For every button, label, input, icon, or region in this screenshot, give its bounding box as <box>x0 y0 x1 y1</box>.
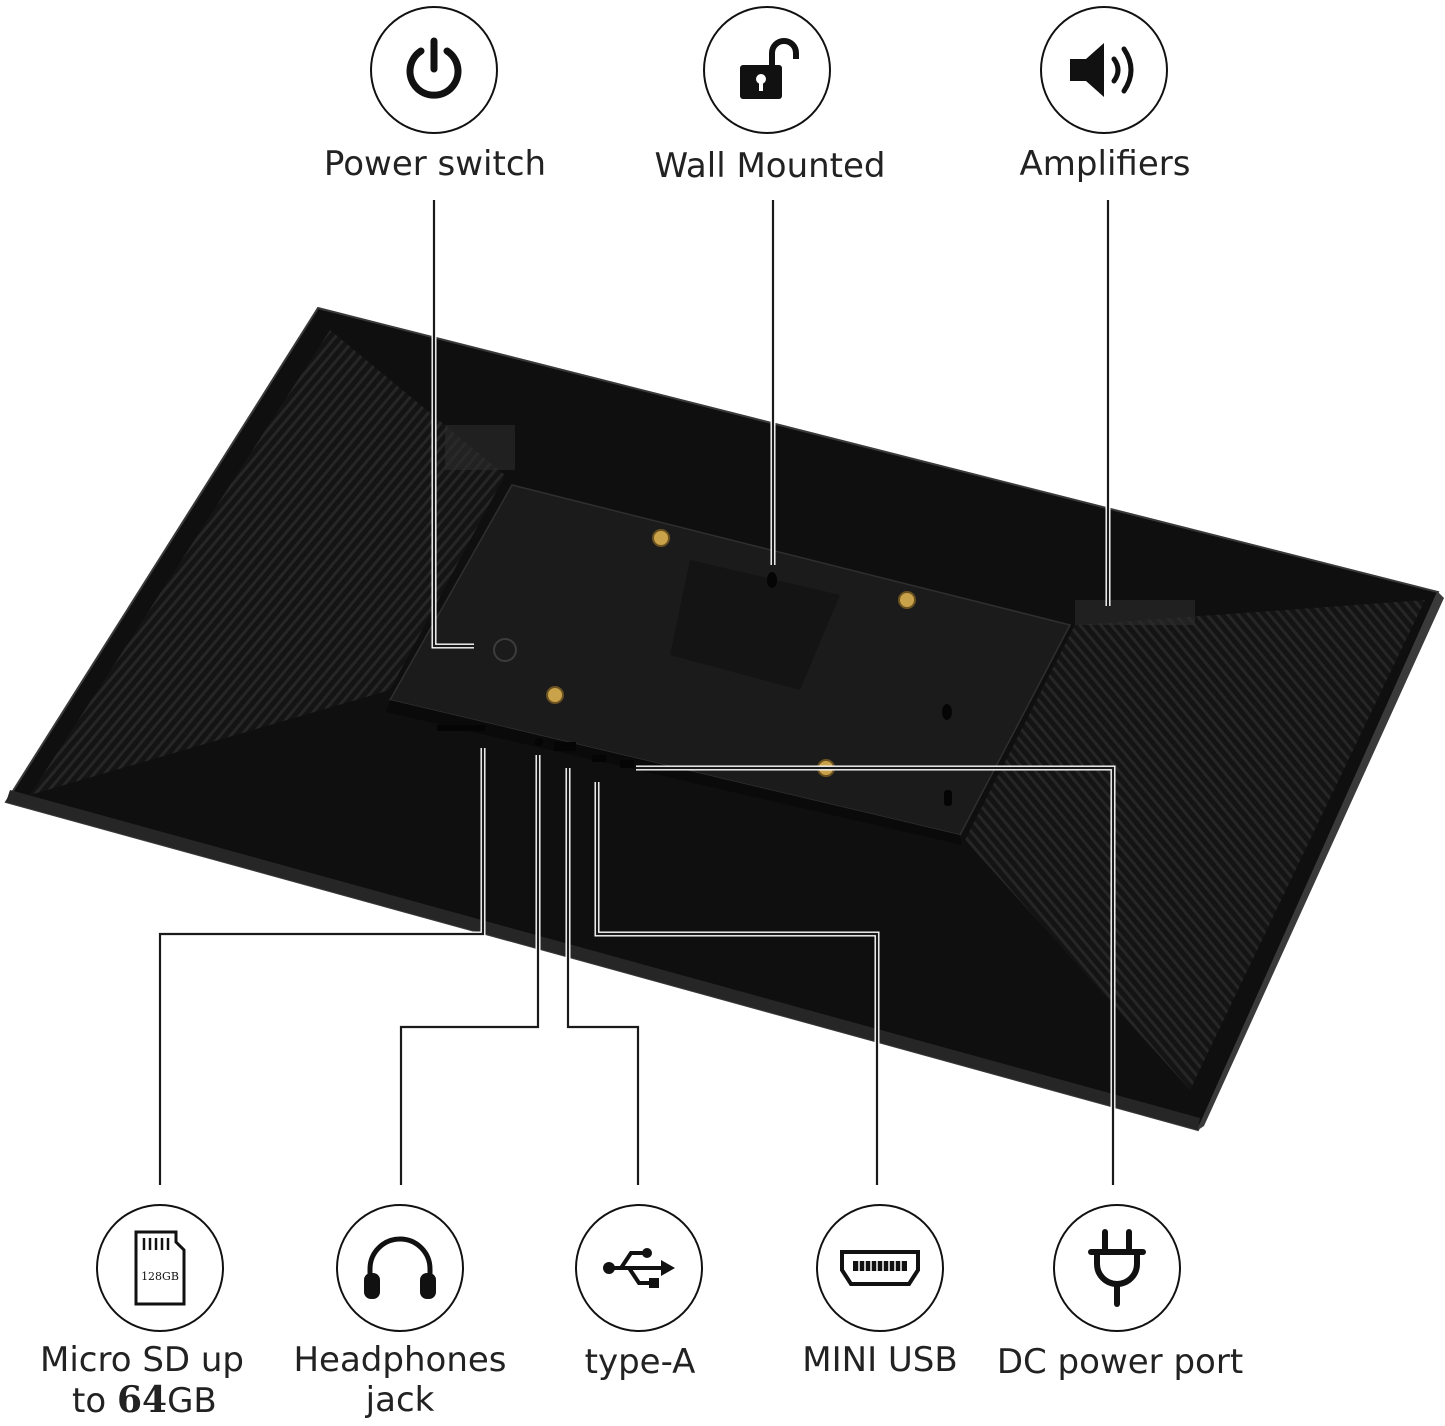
rib-panel-left <box>30 330 505 795</box>
center-block-front <box>386 700 962 845</box>
micro-sd-label: Micro SD up to 64GB <box>40 1340 280 1421</box>
speaker-icon-circle <box>1040 6 1168 134</box>
device-power-button <box>493 638 517 662</box>
mini-usb-label: MINI USB <box>802 1340 958 1380</box>
type-a-label: type-A <box>584 1342 696 1382</box>
power-icon <box>406 37 462 99</box>
keyhole-slot <box>944 790 952 806</box>
screw <box>652 529 670 547</box>
hdmi-port-icon-circle <box>816 1204 944 1332</box>
usb-icon-circle <box>575 1204 703 1332</box>
label-recess <box>670 560 840 690</box>
speaker-grille <box>445 425 1195 625</box>
keyhole <box>767 572 777 588</box>
connector-lines-bottom <box>158 748 1115 1185</box>
usb-icon <box>603 1248 675 1288</box>
headphones-icon-circle <box>336 1204 464 1332</box>
frame-edge <box>6 790 1200 1130</box>
port-headphone <box>535 738 543 746</box>
headphones-label: Headphones jack <box>280 1340 520 1420</box>
headphones-label-line2: jack <box>365 1380 435 1420</box>
screw <box>546 686 564 704</box>
headphones-label-line1: Headphones <box>293 1340 507 1380</box>
unlock-icon-circle <box>703 6 831 134</box>
rib-panel-right <box>965 600 1425 1090</box>
frame-side <box>1198 592 1444 1130</box>
power-icon-circle <box>370 6 498 134</box>
headphones-icon <box>364 1236 436 1299</box>
micro-sd-label-line1: Micro SD up <box>40 1340 245 1380</box>
hdmi-port-icon <box>840 1250 920 1286</box>
sd-card-icon-circle: 128GB <box>96 1204 224 1332</box>
screw <box>898 591 916 609</box>
micro-sd-label-line2: to 64GB <box>72 1379 217 1421</box>
connector-lines-top-core <box>432 200 1110 648</box>
port-dc <box>620 760 634 768</box>
speaker-icon <box>1070 43 1134 97</box>
plug-icon-circle <box>1053 1204 1181 1332</box>
port-usb-a <box>554 742 576 751</box>
plug-icon <box>1088 1229 1146 1307</box>
sd-capacity-text: 128GB <box>141 1270 179 1283</box>
unlock-icon <box>740 38 799 99</box>
port-sd <box>437 725 485 731</box>
wall-mounted-label: Wall Mounted <box>654 146 886 186</box>
sd-card-icon: 128GB <box>134 1230 186 1306</box>
power-switch-label: Power switch <box>323 144 547 184</box>
port-mini-usb <box>592 755 606 762</box>
keyhole <box>942 704 952 720</box>
amplifiers-label: Amplifiers <box>1019 144 1191 184</box>
dc-power-port-label: DC power port <box>996 1342 1244 1382</box>
